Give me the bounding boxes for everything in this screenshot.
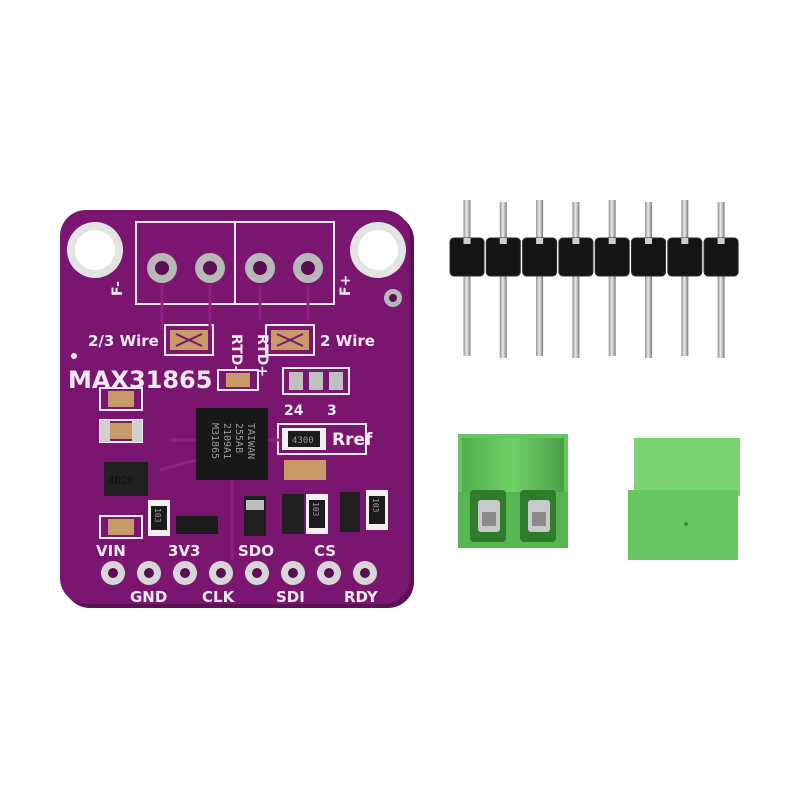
mounting-hole-right xyxy=(350,222,406,278)
rref-resistor: 4300 xyxy=(282,428,326,450)
screw-terminal-block-front xyxy=(458,434,568,602)
svg-text:4300: 4300 xyxy=(292,436,314,446)
left-smd-components: 4B2K xyxy=(99,387,148,539)
header-pin xyxy=(463,200,471,356)
svg-text:2109A1: 2109A1 xyxy=(221,423,232,459)
header-pin-collar xyxy=(572,238,580,244)
svg-text:M31865: M31865 xyxy=(209,423,220,459)
max31865-chip: M31865 2109A1 255AB TAIWAN xyxy=(196,408,268,480)
svg-text:255AB: 255AB xyxy=(233,423,244,453)
header-pin-collar xyxy=(608,238,616,244)
header-pin xyxy=(608,200,616,356)
jumper-3-label: 3 xyxy=(327,403,337,419)
jumper-24-label: 24 xyxy=(284,403,304,419)
header-pin-collar xyxy=(717,238,725,244)
board-title: MAX31865 xyxy=(68,366,212,394)
regulator-code: 4B2K xyxy=(108,474,135,487)
header-pin xyxy=(681,200,689,356)
rtd-minus-label: RTD- xyxy=(228,334,244,372)
svg-text:103: 103 xyxy=(311,502,320,517)
header-pin-collar xyxy=(645,238,652,244)
header-pin-collar xyxy=(536,238,544,244)
pin-header-strip xyxy=(449,200,739,358)
jumper-2-wire xyxy=(265,324,315,356)
jumper-23-wire xyxy=(164,324,214,356)
pin-label-3v3: 3V3 xyxy=(168,542,200,560)
header-pin xyxy=(572,202,580,358)
svg-text:TAIWAN: TAIWAN xyxy=(245,423,256,459)
f-minus-label: F- xyxy=(110,281,126,296)
pin-label-cs: CS xyxy=(314,542,336,560)
wire-23-label: 2/3 Wire xyxy=(88,332,159,350)
rref-label: Rref xyxy=(332,430,373,450)
svg-text:103: 103 xyxy=(371,498,380,513)
header-pin-collar xyxy=(681,238,689,244)
pin-label-sdi: SDI xyxy=(276,588,305,606)
header-pin xyxy=(536,200,544,356)
header-pin xyxy=(645,202,652,358)
max31865-board: F- F+ 2/3 Wire RTD- RTD+ 2 Wire MAX31865 xyxy=(60,210,414,608)
header-pads xyxy=(101,561,377,585)
pin-label-vin: VIN xyxy=(96,542,126,560)
jumper-24-3 xyxy=(282,367,350,395)
pin-label-rdy: RDY xyxy=(344,588,379,606)
pin-label-gnd: GND xyxy=(130,588,167,606)
mounting-hole-left xyxy=(67,222,123,278)
pcb-traces xyxy=(159,285,310,560)
header-pin xyxy=(717,202,725,358)
middle-smd-components: 103 103 103 xyxy=(148,490,388,536)
wire-2-label: 2 Wire xyxy=(320,332,375,350)
svg-text:103: 103 xyxy=(153,508,162,523)
pin-label-clk: CLK xyxy=(202,588,236,606)
header-pin-collar xyxy=(463,238,471,244)
f-plus-label: F+ xyxy=(338,275,354,296)
header-pin xyxy=(499,202,507,358)
screw-terminal-block-side xyxy=(628,438,740,610)
terminal-pads xyxy=(147,253,323,283)
pin-label-sdo: SDO xyxy=(238,542,274,560)
header-pin-collar xyxy=(499,238,507,244)
